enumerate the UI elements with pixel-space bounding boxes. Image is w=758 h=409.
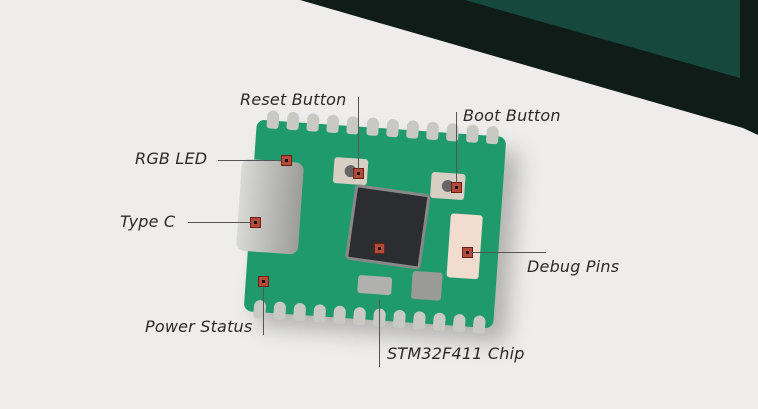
chip-leader-line [379,300,380,367]
stm32-dev-board [235,110,507,334]
boot-leader-line [456,112,457,183]
label-reset-button: Reset Button [240,90,347,109]
type-c-marker [250,217,261,228]
label-boot-button: Boot Button [463,106,561,125]
label-power-status: Power Status [145,317,253,336]
rgb-led-marker [281,155,292,166]
label-rgb-led: RGB LED [135,149,208,168]
label-chip: STM32F411 Chip [387,344,525,363]
crystal [357,274,393,296]
label-debug-pins: Debug Pins [527,257,620,276]
debug-leader-line [471,252,546,253]
type-c-leader-line [188,222,251,223]
reset-button-marker [353,168,364,179]
chip-marker [374,243,385,254]
rgb-leader-line [218,160,282,161]
power-leader-line [263,285,264,335]
inductor [410,270,443,301]
mcu-chip [344,183,431,270]
label-type-c: Type C [120,212,176,231]
teal-diagonal-band [465,0,740,78]
usb-type-c-port [235,158,305,255]
boot-button-marker [451,182,462,193]
reset-leader-line [358,97,359,169]
